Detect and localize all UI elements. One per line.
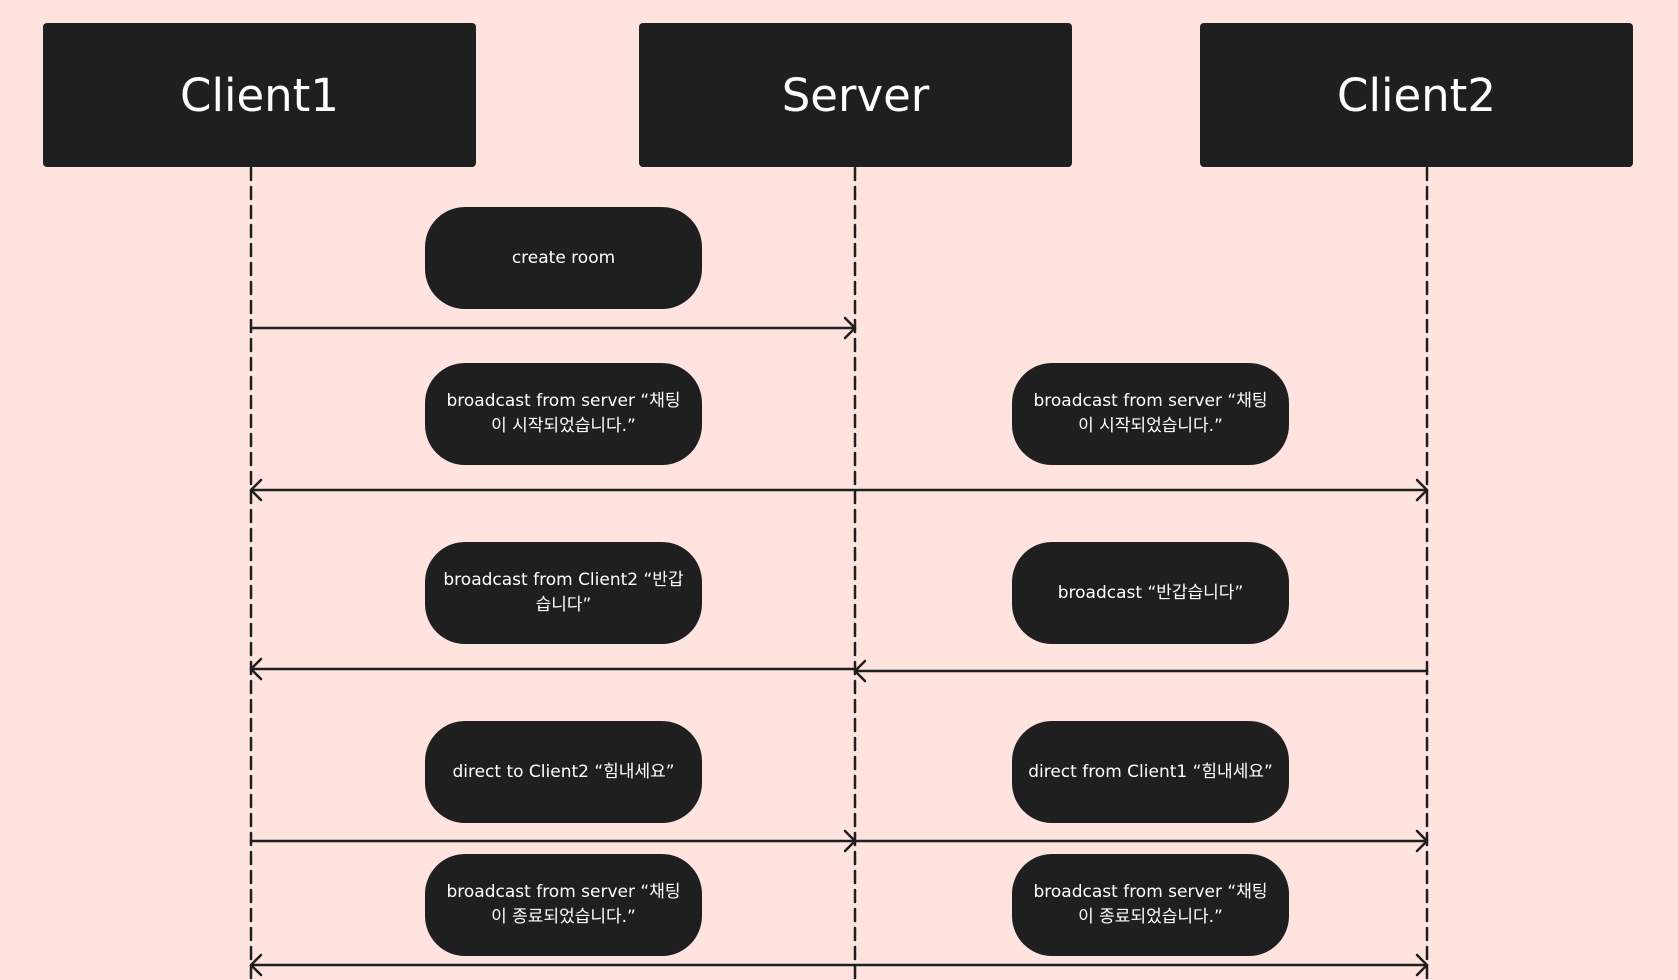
message-broadcast-start-client2-text: broadcast from server “채팅이 시작되었습니다.” bbox=[1033, 391, 1268, 436]
message-broadcast-start-client1-text: broadcast from server “채팅이 시작되었습니다.” bbox=[446, 391, 681, 436]
arrowhead-direct-server bbox=[843, 829, 857, 853]
actor-client2: Client2 bbox=[1200, 23, 1633, 167]
message-broadcast-start-client1: broadcast from server “채팅이 시작되었습니다.” bbox=[425, 363, 702, 465]
message-broadcast-greeting-text: broadcast “반갑습니다” bbox=[1057, 582, 1244, 603]
arrowhead-broadcast-end-client2 bbox=[1415, 953, 1429, 977]
message-broadcast-end-client2: broadcast from server “채팅이 종료되었습니다.” bbox=[1012, 854, 1289, 956]
message-direct-from-client1-text: direct from Client1 “힘내세요” bbox=[1028, 761, 1273, 782]
arrowhead-broadcast-start-client2 bbox=[1415, 478, 1429, 502]
actor-client1-label: Client1 bbox=[180, 68, 339, 122]
message-broadcast-end-client1-text: broadcast from server “채팅이 종료되었습니다.” bbox=[446, 882, 681, 927]
actor-client2-label: Client2 bbox=[1337, 68, 1496, 122]
message-broadcast-from-client2: broadcast from Client2 “반갑습니다” bbox=[425, 542, 702, 644]
message-broadcast-from-client2-text: broadcast from Client2 “반갑습니다” bbox=[443, 570, 684, 615]
message-broadcast-greeting: broadcast “반갑습니다” bbox=[1012, 542, 1289, 644]
arrowhead-greeting-server bbox=[853, 659, 867, 683]
arrowhead-broadcast-start-client1 bbox=[249, 478, 263, 502]
arrowhead-direct-client2 bbox=[1415, 829, 1429, 853]
arrowhead-greeting-client1 bbox=[249, 657, 263, 681]
actor-client1: Client1 bbox=[43, 23, 476, 167]
actor-server: Server bbox=[639, 23, 1072, 167]
message-broadcast-end-client2-text: broadcast from server “채팅이 종료되었습니다.” bbox=[1033, 882, 1268, 927]
actor-server-label: Server bbox=[781, 68, 930, 122]
message-broadcast-end-client1: broadcast from server “채팅이 종료되었습니다.” bbox=[425, 854, 702, 956]
message-direct-to-client2: direct to Client2 “힘내세요” bbox=[425, 721, 702, 823]
message-create-room-text: create room bbox=[511, 247, 616, 268]
arrowhead-create-room-server bbox=[843, 316, 857, 340]
message-direct-to-client2-text: direct to Client2 “힘내세요” bbox=[452, 761, 675, 782]
message-direct-from-client1: direct from Client1 “힘내세요” bbox=[1012, 721, 1289, 823]
message-broadcast-start-client2: broadcast from server “채팅이 시작되었습니다.” bbox=[1012, 363, 1289, 465]
message-create-room: create room bbox=[425, 207, 702, 309]
arrowhead-broadcast-end-client1 bbox=[249, 953, 263, 977]
